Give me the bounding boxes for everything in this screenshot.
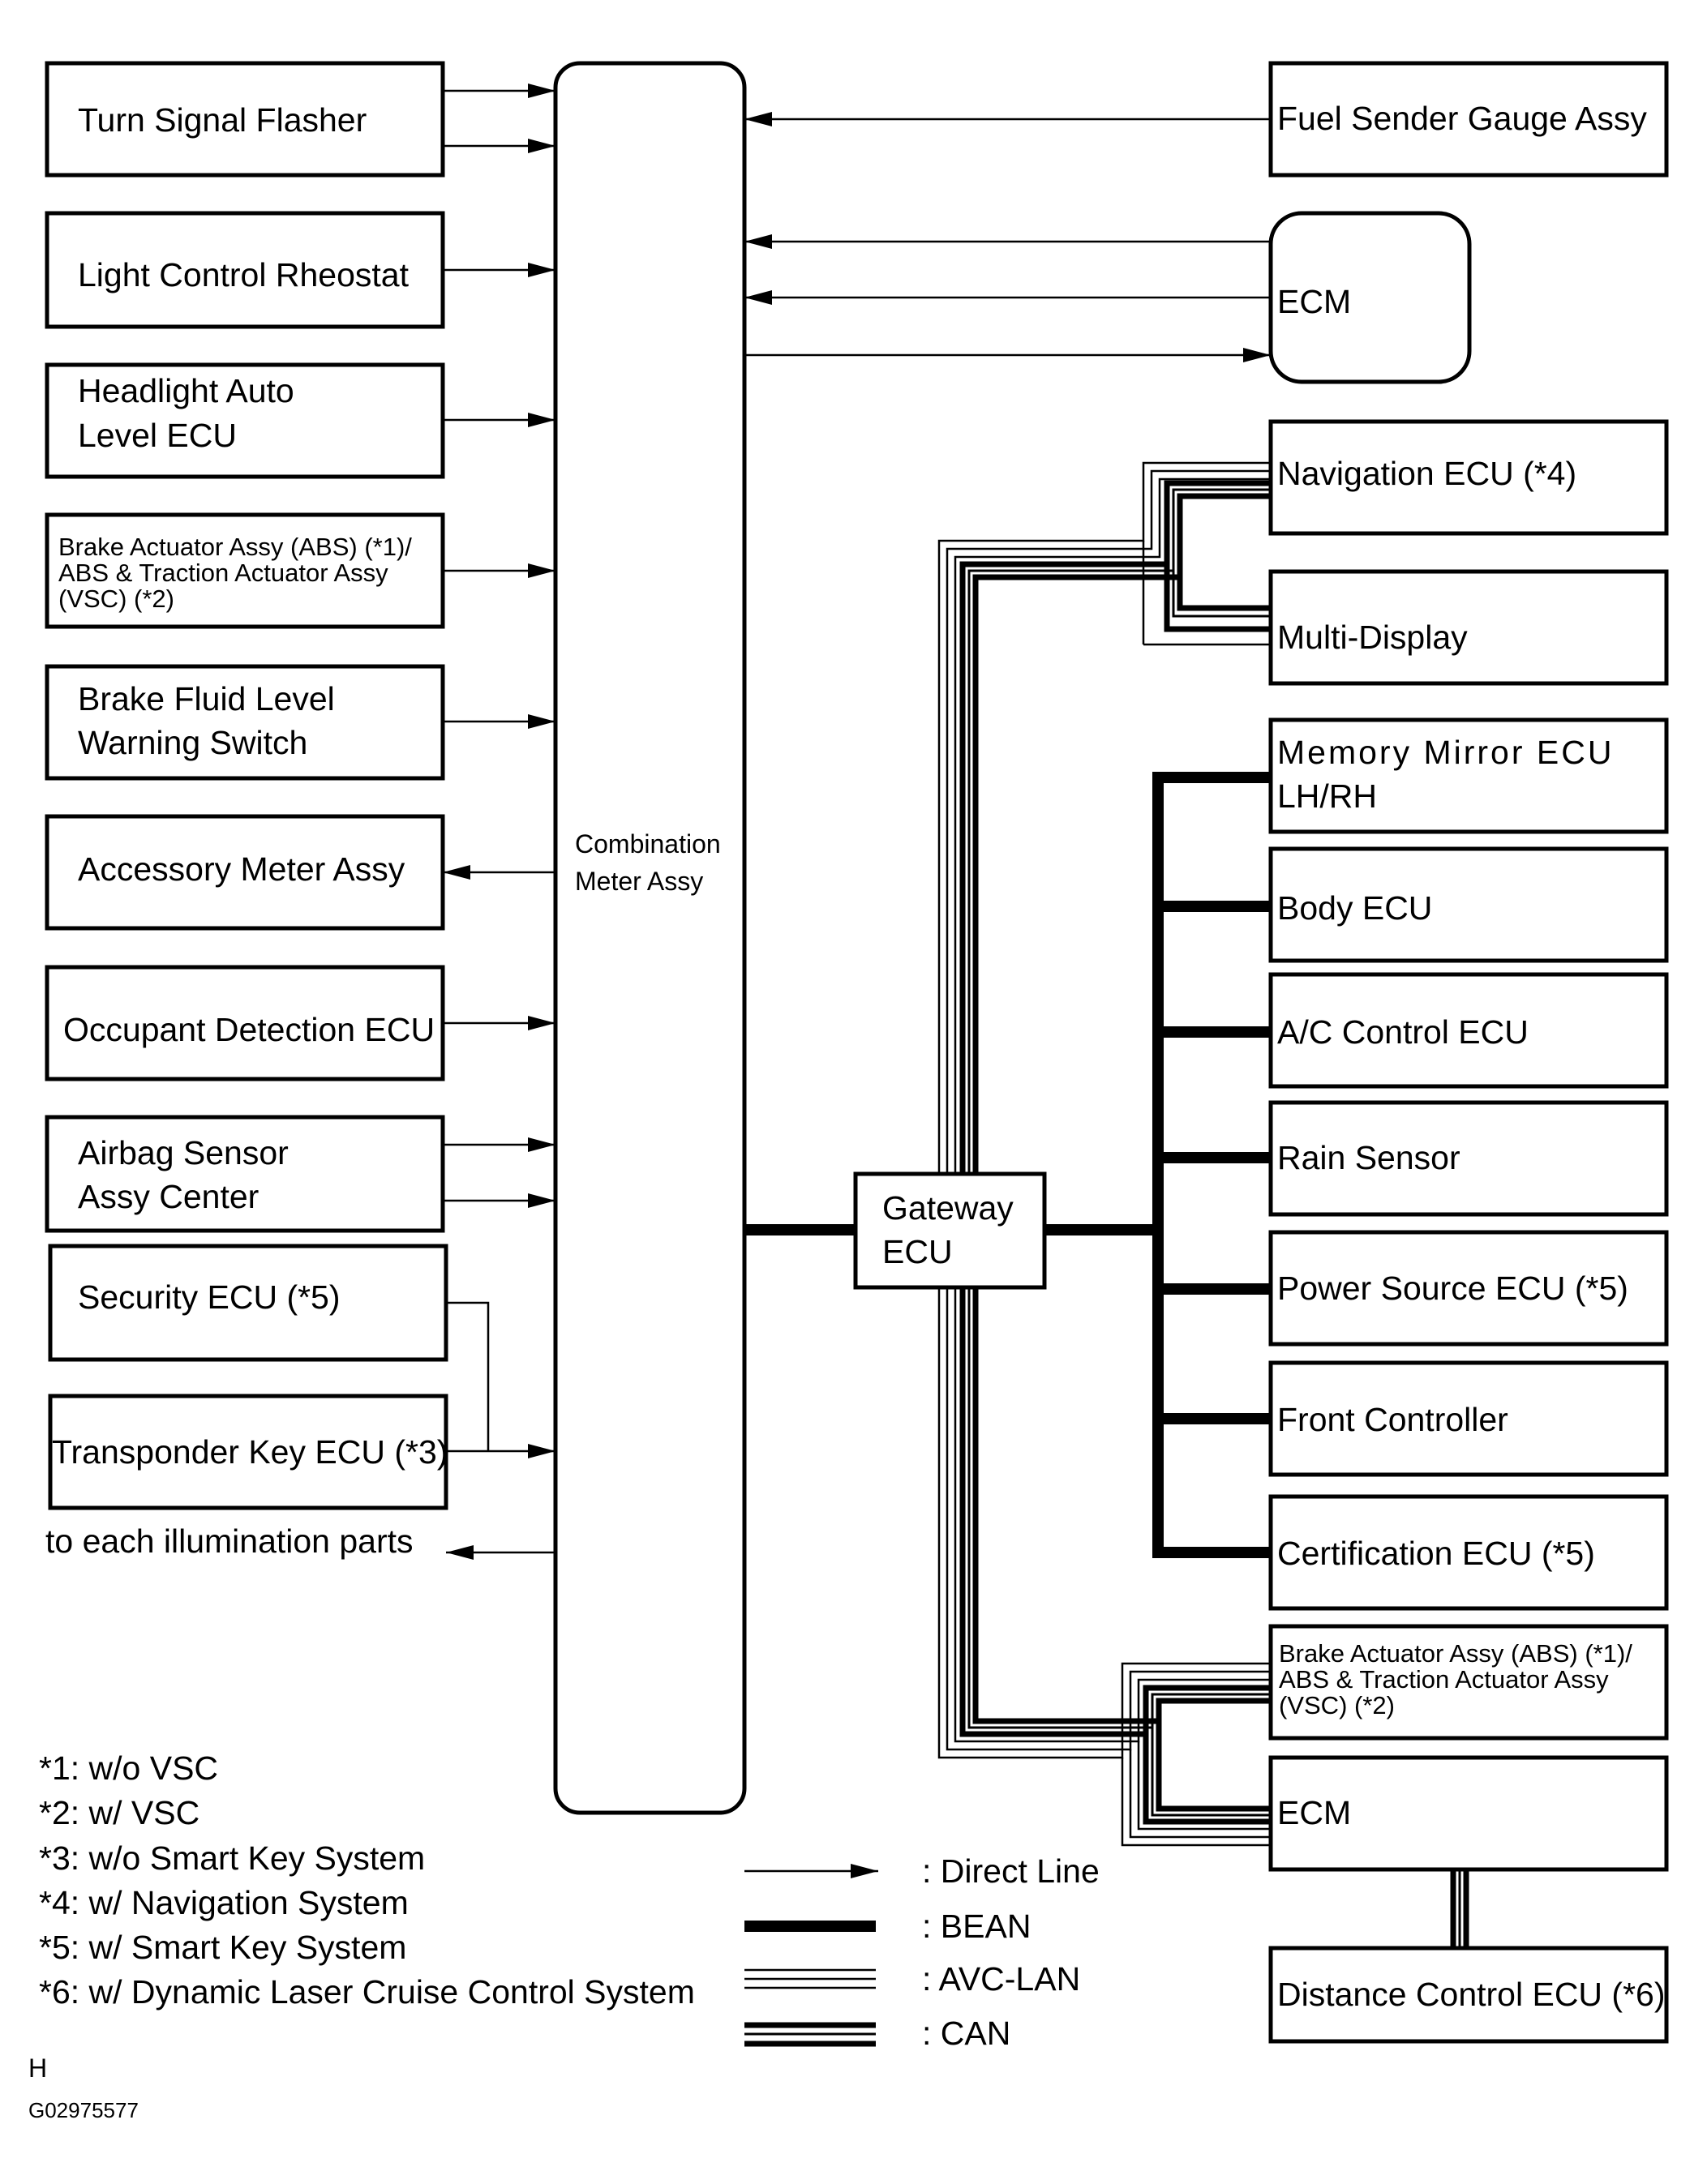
memory-mirror-label-1: Memory Mirror ECU: [1277, 734, 1614, 771]
legend-avc-lan-sample: [744, 1968, 876, 1989]
footnote-1: *1: w/o VSC: [39, 1749, 218, 1787]
footnotes: *1: w/o VSC *2: w/ VSC *3: w/o Smart Key…: [39, 1749, 695, 2011]
power-source-ecu-box: [1268, 1230, 1669, 1347]
transponder-key-label: Transponder Key ECU (*3): [52, 1433, 448, 1471]
front-controller-label: Front Controller: [1277, 1401, 1508, 1438]
left-direct-lines: [443, 84, 555, 1560]
memory-mirror-ecu-box: [1268, 717, 1669, 834]
body-ecu-label: Body ECU: [1277, 889, 1432, 927]
navigation-ecu-label: Navigation ECU (*4): [1277, 455, 1576, 492]
bean-bus: [744, 772, 1271, 1558]
legend-direct-line-label: : Direct Line: [922, 1852, 1100, 1890]
body-ecu-box: [1268, 846, 1669, 963]
fuel-sender-label: Fuel Sender Gauge Assy: [1277, 100, 1647, 137]
ecm-bottom-box: [1268, 1755, 1669, 1872]
certification-ecu-box: [1268, 1494, 1669, 1611]
ecm-top-label: ECM: [1277, 283, 1351, 320]
distance-control-ecu-label: Distance Control ECU (*6): [1277, 1976, 1666, 2013]
brake-actuator-right-label-2: ABS & Traction Actuator Assy: [1279, 1665, 1609, 1694]
certification-ecu-label: Certification ECU (*5): [1277, 1535, 1595, 1572]
brake-actuator-left-label-3: (VSC) (*2): [58, 585, 174, 613]
transponder-key-ecu-box: [48, 1394, 448, 1510]
airbag-label-1: Airbag Sensor: [78, 1134, 289, 1171]
brake-actuator-assy-right-box: [1268, 1624, 1669, 1741]
legend-bean-label: : BEAN: [922, 1908, 1031, 1945]
headlight-auto-level-ecu-box: [45, 362, 445, 479]
airbag-label-2: Assy Center: [78, 1178, 259, 1215]
rain-sensor-label: Rain Sensor: [1277, 1139, 1460, 1176]
footnote-5: *5: w/ Smart Key System: [39, 1929, 406, 1966]
multi-display-box: [1268, 569, 1669, 686]
memory-mirror-label-2: LH/RH: [1277, 777, 1377, 815]
gateway-ecu-box: [853, 1171, 1047, 1290]
legend-can-label: : CAN: [922, 2015, 1010, 2052]
combination-meter-box: [553, 61, 747, 1815]
legend-can-sample: [744, 2022, 876, 2047]
combination-meter-label-2: Meter Assy: [575, 867, 703, 896]
ac-control-ecu-box: [1268, 972, 1669, 1089]
brake-fluid-level-switch-box: [45, 664, 445, 781]
footnote-4: *4: w/ Navigation System: [39, 1884, 409, 1921]
lower-can-avc-bus: [937, 1287, 1469, 1948]
legend-avc-lan-label: : AVC-LAN: [922, 1960, 1080, 1998]
turn-signal-flasher-label: Turn Signal Flasher: [78, 101, 367, 139]
occupant-detection-label: Occupant Detection ECU: [63, 1011, 435, 1048]
footer-letter: H: [28, 2053, 47, 2083]
accessory-meter-assy-box: [45, 814, 445, 931]
gateway-ecu-label-2: ECU: [882, 1233, 953, 1270]
security-ecu-box: [48, 1244, 448, 1362]
light-control-rheostat-label: Light Control Rheostat: [78, 256, 410, 293]
footer-code: G02975577: [28, 2098, 139, 2122]
security-wire: [446, 1301, 490, 1451]
gateway-ecu-label-1: Gateway: [882, 1189, 1014, 1227]
brake-actuator-left-label-1: Brake Actuator Assy (ABS) (*1)/: [58, 533, 412, 561]
rain-sensor-box: [1268, 1100, 1669, 1217]
airbag-sensor-assy-box: [45, 1115, 445, 1233]
combination-meter-label-1: Combination: [575, 829, 721, 859]
ecm-bottom-label: ECM: [1277, 1794, 1351, 1831]
brake-actuator-left-label-2: ABS & Traction Actuator Assy: [58, 559, 388, 587]
accessory-meter-label: Accessory Meter Assy: [78, 850, 405, 888]
occupant-detection-ecu-box: [45, 965, 445, 1081]
multi-display-label: Multi-Display: [1277, 619, 1468, 656]
headlight-label-1: Headlight Auto: [78, 372, 294, 409]
security-ecu-label: Security ECU (*5): [78, 1278, 341, 1316]
brake-actuator-right-label-3: (VSC) (*2): [1279, 1691, 1395, 1719]
upper-can-bus: [959, 480, 1271, 1174]
headlight-label-2: Level ECU: [78, 417, 237, 454]
fuel-sender-gauge-box: [1268, 61, 1669, 178]
footnote-2: *2: w/ VSC: [39, 1794, 199, 1831]
upper-avc-lan-bus: [937, 461, 1271, 1174]
footnote-6: *6: w/ Dynamic Laser Cruise Control Syst…: [39, 1973, 695, 2011]
distance-control-ecu-box: [1268, 1946, 1669, 2044]
light-control-rheostat-box: [45, 211, 445, 329]
brake-fluid-label-1: Brake Fluid Level: [78, 680, 335, 717]
front-controller-box: [1268, 1360, 1669, 1477]
line-legend: : Direct Line : BEAN : AVC-LAN : CAN: [744, 1852, 1100, 2052]
turn-signal-flasher-box: [45, 61, 445, 178]
illumination-parts-label: to each illumination parts: [45, 1522, 414, 1560]
brake-actuator-right-label-1: Brake Actuator Assy (ABS) (*1)/: [1279, 1639, 1632, 1668]
ac-control-ecu-label: A/C Control ECU: [1277, 1013, 1529, 1051]
brake-fluid-label-2: Warning Switch: [78, 724, 307, 761]
footnote-3: *3: w/o Smart Key System: [39, 1839, 425, 1877]
navigation-ecu-box: [1268, 419, 1669, 536]
power-source-ecu-label: Power Source ECU (*5): [1277, 1270, 1628, 1307]
